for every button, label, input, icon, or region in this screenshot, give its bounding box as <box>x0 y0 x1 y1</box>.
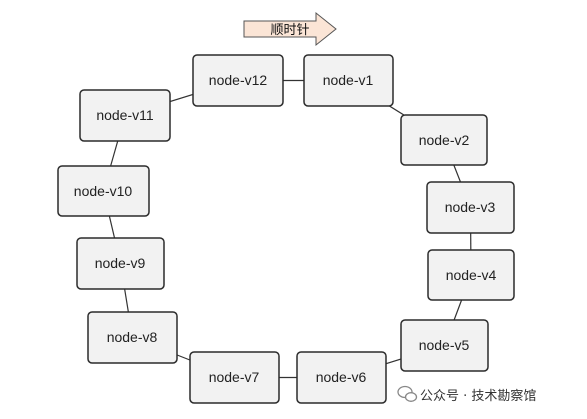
node-label: node-v2 <box>419 132 470 148</box>
node-label: node-v7 <box>209 369 260 385</box>
source-text: 公众号 · 技术勘察馆 <box>420 389 536 404</box>
wechat-icon <box>397 385 418 402</box>
node-v7[interactable]: node-v7 <box>189 351 280 404</box>
node-label: node-v5 <box>419 337 470 353</box>
node-v5[interactable]: node-v5 <box>400 319 489 372</box>
node-v9[interactable]: node-v9 <box>76 237 165 290</box>
arrow-right-icon <box>243 11 337 47</box>
node-v2[interactable]: node-v2 <box>400 114 488 166</box>
node-label: node-v9 <box>95 255 146 271</box>
node-label: node-v8 <box>107 329 158 345</box>
node-v6[interactable]: node-v6 <box>296 351 387 404</box>
clockwise-arrow: 顺时针 <box>243 11 337 47</box>
node-label: node-v12 <box>209 72 268 88</box>
node-v11[interactable]: node-v11 <box>79 89 171 142</box>
ring-nodes: node-v12 node-v1 node-v11 node-v2 node-v… <box>57 54 515 404</box>
node-label: node-v10 <box>74 183 133 199</box>
node-v4[interactable]: node-v4 <box>427 249 515 301</box>
node-v10[interactable]: node-v10 <box>57 165 150 217</box>
node-v1[interactable]: node-v1 <box>303 54 394 107</box>
node-v8[interactable]: node-v8 <box>87 311 178 364</box>
node-label: node-v11 <box>96 107 154 123</box>
node-label: node-v1 <box>323 72 374 88</box>
node-label: node-v6 <box>316 369 367 385</box>
direction-label: 顺时针 <box>270 23 309 38</box>
node-v3[interactable]: node-v3 <box>426 181 515 234</box>
source-watermark: 公众号 · 技术勘察馆 <box>397 385 536 404</box>
node-label: node-v4 <box>446 267 497 283</box>
node-v12[interactable]: node-v12 <box>192 54 284 107</box>
node-label: node-v3 <box>445 199 496 215</box>
